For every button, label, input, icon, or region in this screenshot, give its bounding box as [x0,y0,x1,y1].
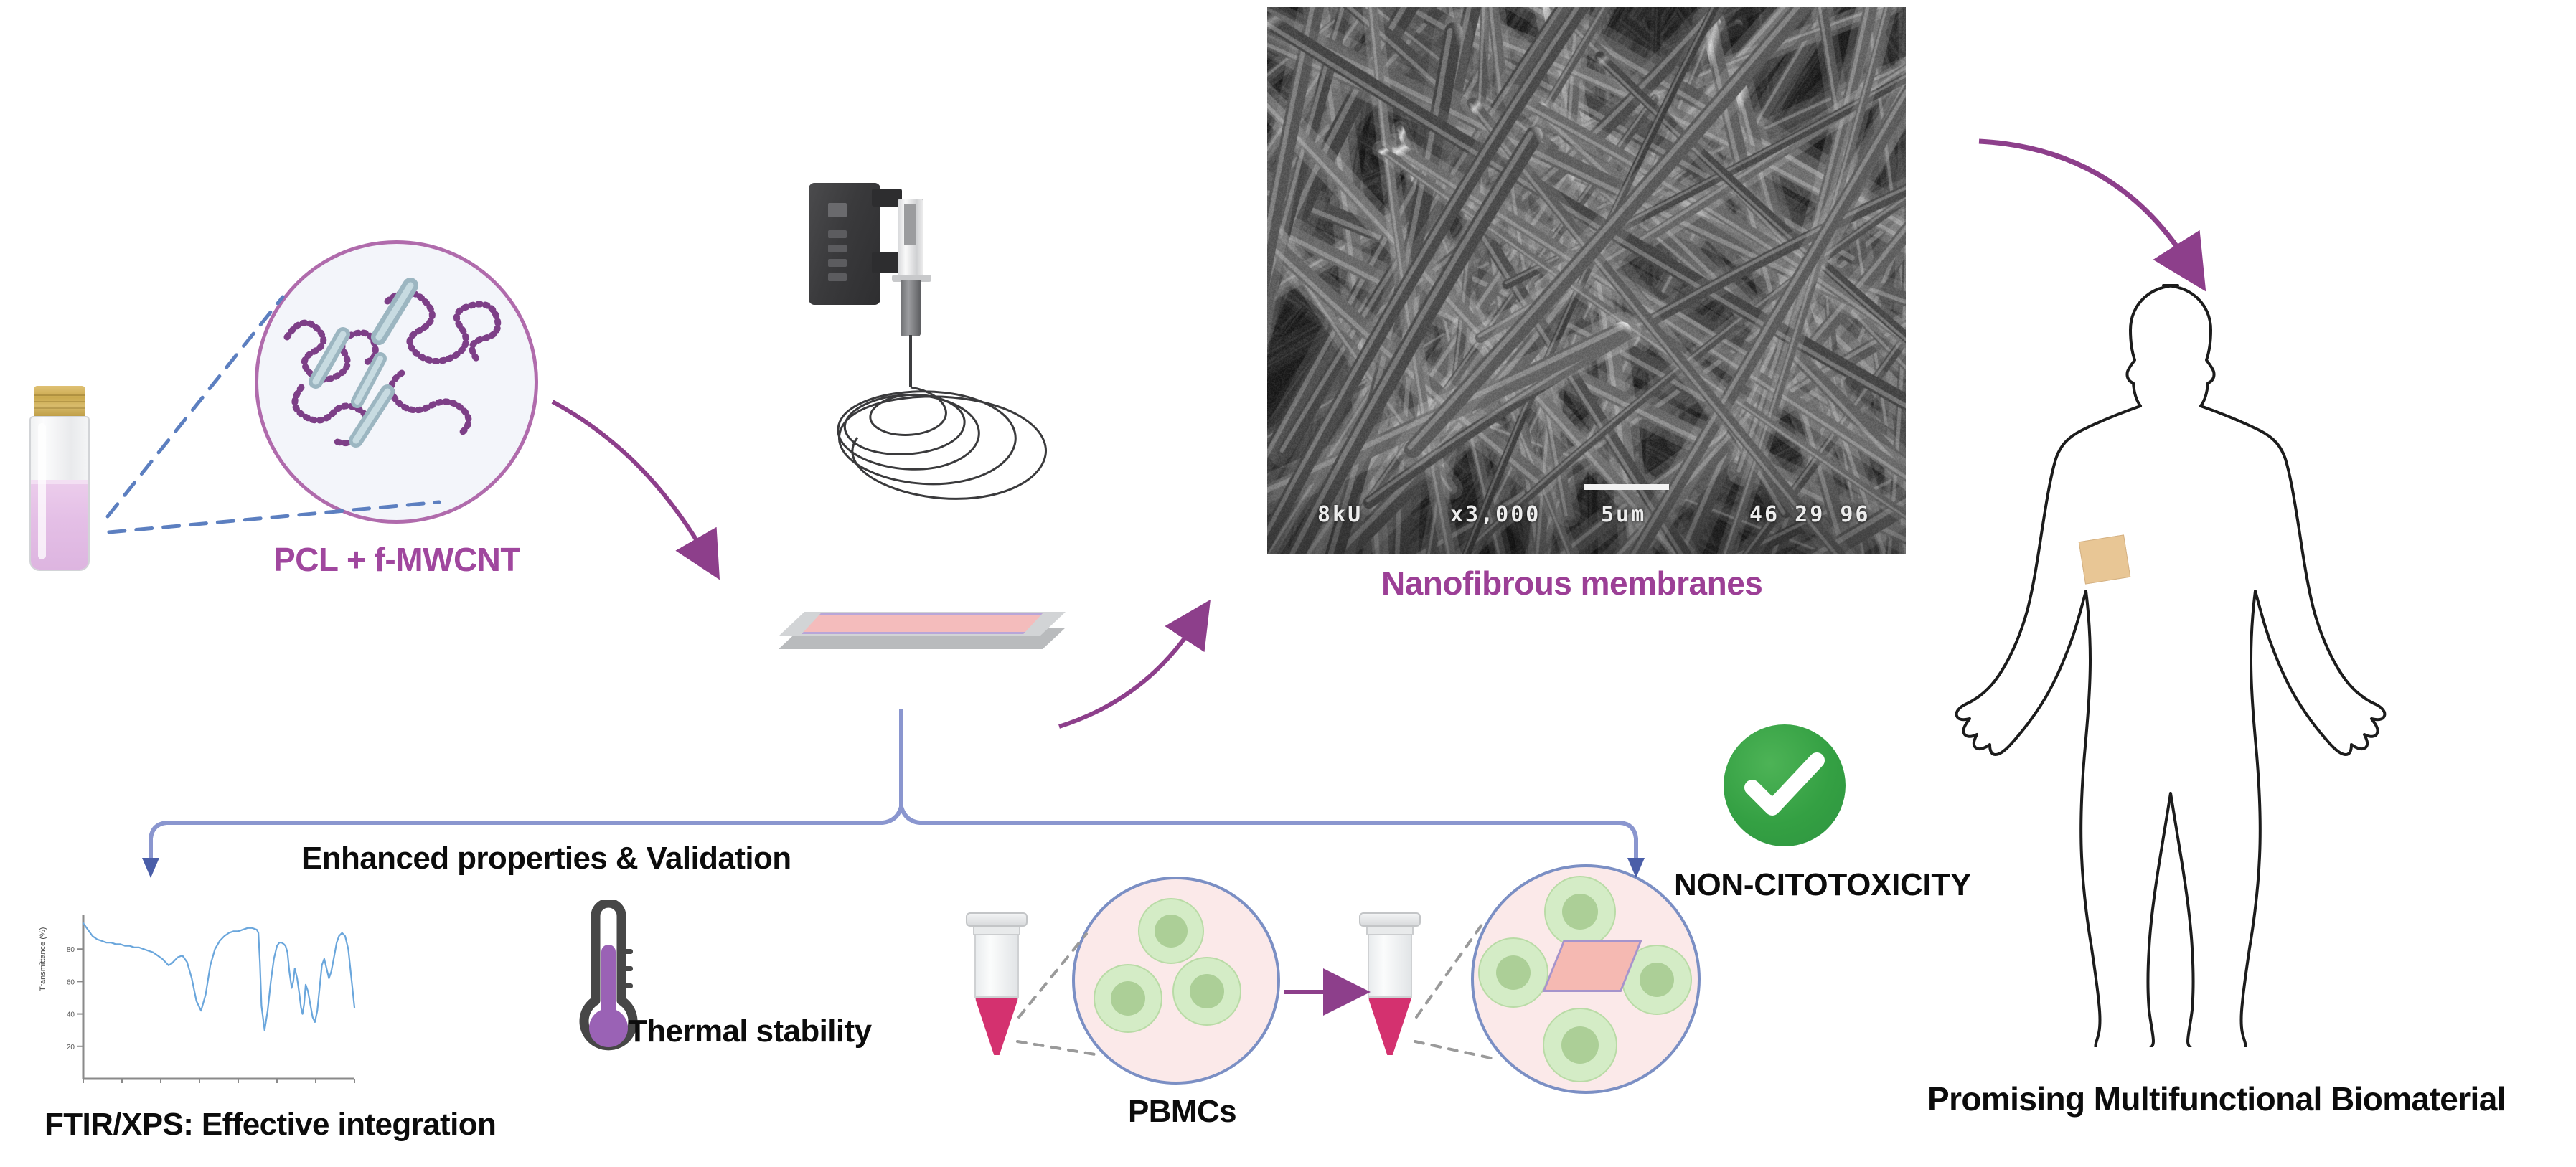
label-pbmcs: PBMCs [1128,1094,1237,1129]
svg-text:60: 60 [67,978,75,986]
vial-glass-body [29,416,90,571]
arrow-magnifier-to-electrospinning [551,400,720,580]
eppendorf-tube-with-membrane [1359,912,1421,1056]
tube-lid-icon [966,912,1028,927]
sem-fiber-texture [1267,7,1906,554]
vial-glass-highlight [38,423,46,559]
cells-with-membrane-circle [1471,864,1701,1094]
human-body-silhouette [1941,273,2415,1056]
pump-clamp-lower [872,252,902,273]
collector-membrane-film [802,613,1043,634]
svg-text:20: 20 [67,1044,75,1052]
ftir-plot-area: 20 40 60 80 [67,915,356,1083]
svg-text:40: 40 [67,1011,75,1019]
pump-button-3 [828,259,847,267]
pbmc-cell [1172,957,1241,1026]
sem-code-label: 46 29 96 [1749,502,1871,527]
check-circle-icon [1724,724,1846,846]
syringe-neck [901,280,921,336]
ftir-spectrum-chart: Transmittance (%) 20 40 60 80 [39,911,359,1105]
sem-scalebar-label: 5um [1601,502,1647,527]
pump-button-2 [828,245,847,252]
validation-bracket [149,709,1638,861]
eppendorf-tube-pbmc [966,912,1028,1056]
vial-cap-icon [34,386,85,419]
syringe-barrel [898,199,923,276]
syringe-pump-body [809,183,880,305]
syringe-needle [909,335,912,387]
syringe-flange [892,275,931,282]
pump-button-4 [828,273,847,281]
polymer-solution-vial [22,386,100,576]
tube-cone-outline [974,996,1019,1055]
svg-text:80: 80 [67,946,75,954]
tube-body [1368,935,1412,998]
arrow-collector-to-sem [1058,599,1211,729]
pump-button-1 [828,230,847,238]
tube-body [974,935,1019,998]
tube-neck [1366,925,1414,935]
ftir-y-axis-label: Transmittance (%) [39,927,47,991]
tube-lid-icon [1359,912,1421,927]
membrane-patch-on-arm [2078,534,2131,585]
sem-micrograph: 8kU x3,000 5um 46 29 96 [1267,7,1906,554]
tube-neck [973,925,1020,935]
pbmc-cell [1138,898,1204,964]
sem-magnification-label: x3,000 [1450,502,1541,527]
pump-clamp-upper [872,189,902,207]
pbmc-cell [1094,964,1162,1033]
electrospinning-apparatus [771,183,1073,696]
arrow-sem-to-human [1978,138,2206,292]
label-non-cytotoxicity: NON-CITOTOXICITY [1674,867,1972,902]
sem-voltage-label: 8kU [1317,502,1363,527]
pump-display-icon [828,203,847,217]
cell-on-membrane [1478,937,1548,1008]
cell-on-membrane [1544,876,1616,948]
cell-on-membrane [1543,1008,1617,1082]
pbmc-cells-circle [1072,877,1280,1085]
label-formulation: PCL + f-MWCNT [273,541,521,578]
syringe-plunger [904,204,916,245]
tube-cone-outline [1368,996,1412,1055]
thermometer-icon [558,898,659,1069]
label-validation-header: Enhanced properties & Validation [301,841,791,876]
label-ftir-xps: FTIR/XPS: Effective integration [44,1107,497,1142]
magnifier-circle-pcl-mwcnt [255,240,538,524]
sem-scalebar-line [1584,484,1669,490]
label-thermal-stability: Thermal stability [628,1014,872,1049]
label-outcome: Promising Multifunctional Biomaterial [1927,1080,2506,1118]
label-membranes: Nanofibrous membranes [1381,564,1763,602]
